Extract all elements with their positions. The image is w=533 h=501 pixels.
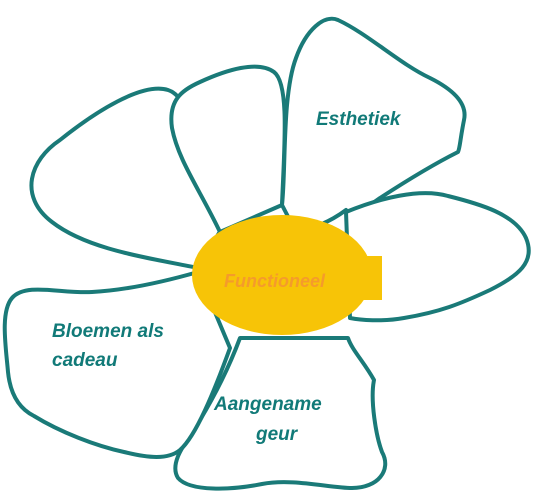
petal-label-bloemen-line-2: cadeau bbox=[52, 350, 118, 371]
center-right-notch bbox=[346, 256, 382, 300]
petal-label-esthetiek: Esthetiek bbox=[316, 109, 402, 130]
center-label: Functioneel bbox=[224, 271, 326, 291]
petal-label-aangename-line-1: Aangename bbox=[213, 394, 322, 415]
petal-label-bloemen-line-1: Bloemen als bbox=[52, 321, 164, 342]
petal-label-aangename-line-2: geur bbox=[255, 424, 299, 445]
